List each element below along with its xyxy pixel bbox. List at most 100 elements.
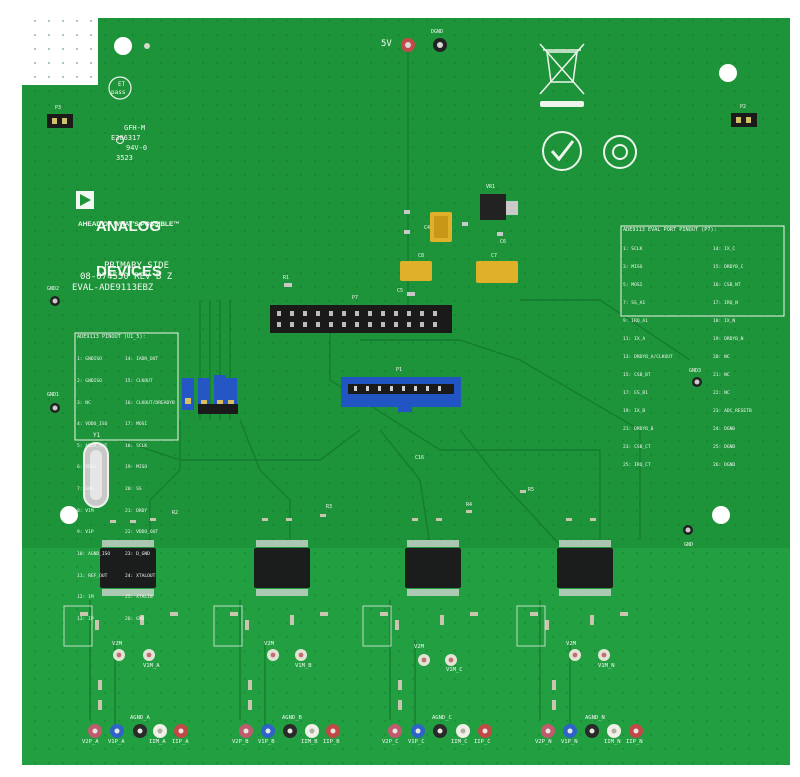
et-pass-stamp xyxy=(108,76,132,100)
tantalum-cap-c7 xyxy=(476,261,518,283)
pinout-left-row: 22: VDDO_OUT xyxy=(125,530,159,536)
label-c7: C7 xyxy=(491,253,498,259)
pinout-right-box xyxy=(620,225,785,317)
pinout-left-row: 18: SCLK xyxy=(125,443,148,449)
label-v1m: V1M_N xyxy=(598,663,615,669)
tantalum-cap-c8 xyxy=(400,261,432,281)
label-5v: 5V xyxy=(381,39,392,49)
label-p7: P7 xyxy=(352,295,359,301)
label-v1m: V1M_A xyxy=(143,663,160,669)
pinout-left-row: 24: XTALOUT xyxy=(125,573,156,579)
label-gnd3: GND3 xyxy=(689,368,702,374)
pinout-right-row: 22: NC xyxy=(713,391,730,396)
regulator-vr1 xyxy=(480,194,506,220)
pinout-left-row: 11: REF_OUT xyxy=(77,573,108,579)
pinout-right-row: 7: SS_A1 xyxy=(623,301,646,306)
label-dgnd: DGND xyxy=(431,29,444,35)
part-number-label: 08-074550 REV B Z xyxy=(80,272,173,282)
pinout-left-row: 19: MISO xyxy=(125,465,148,471)
pinout-right-row: 21: DRDYB_B xyxy=(623,427,654,432)
mounting-holes xyxy=(60,37,737,524)
label-v2p: V2P_C xyxy=(382,739,399,745)
cert-94v: 94V-0 xyxy=(126,144,148,152)
label-c4: C4 xyxy=(424,225,431,231)
pinout-right-row: 14: IX_C xyxy=(713,247,736,252)
label-v1p: V1P_C xyxy=(408,739,425,745)
adc-chips xyxy=(100,548,613,588)
pinout-left-row: 25: XTALIN xyxy=(125,595,153,601)
label-r5: R5 xyxy=(528,487,535,493)
primary-side-label: PRIMARY SIDE xyxy=(104,261,170,271)
label-iip: IIP_B xyxy=(323,739,340,745)
pinout-left-row: 2: GNDISO xyxy=(77,379,102,385)
label-p2: P2 xyxy=(740,104,747,110)
pinout-left-row: 20: SS xyxy=(125,487,142,493)
label-iip: IIP_C xyxy=(474,739,491,745)
pinout-right-row: 15: DRDYB_C xyxy=(713,265,744,270)
pinout-right-row: 13: DRDYB_A/CLKOUT xyxy=(623,355,673,360)
logo-tagline: AHEAD OF WHAT'S POSSIBLE™ xyxy=(78,221,180,228)
pinout-right-col2: 14: IX_C 15: DRDYB_C 16: CSB_NT 17: IRQ_… xyxy=(713,235,752,475)
label-v1m: V1M_B xyxy=(295,663,312,669)
label-iip: IIP_A xyxy=(172,739,189,745)
label-gnd: GND xyxy=(684,542,694,548)
label-gnd2: GND2 xyxy=(47,286,60,292)
pinout-left-row: 10: AGND_ISO xyxy=(77,551,111,557)
label-agnd: AGND_C xyxy=(432,715,452,721)
label-v1p: V1P_B xyxy=(258,739,275,745)
pinout-left-row: 4: VDDO_ISO xyxy=(77,422,108,428)
label-c8: C8 xyxy=(418,253,425,259)
pinout-left-row: 21: DRDY xyxy=(125,508,148,514)
pinout-right-row: 26: DGND xyxy=(713,463,736,468)
label-v1p: V1P_A xyxy=(108,739,125,745)
logo-line-2: DEVICES xyxy=(96,263,162,280)
recycle-e-icon xyxy=(603,135,637,169)
label-iim: IIM_N xyxy=(604,739,621,745)
label-agnd: AGND_A xyxy=(130,715,150,721)
label-v2p: V2P_B xyxy=(232,739,249,745)
pinout-left-row: 12: IM xyxy=(77,595,94,601)
cert-gfh: GFH-M xyxy=(124,124,146,132)
pinout-left-row: 16: CLKOUT/DREADYB xyxy=(125,400,175,406)
pinout-left-col1: 1: GNDISO 2: GNDISO 3: NC 4: VDDO_ISO 5:… xyxy=(77,342,110,630)
pinout-right-row: 9: IRQ_A1 xyxy=(623,319,648,324)
label-vr1: VR1 xyxy=(486,184,496,190)
pinout-left-row: 8: V1M xyxy=(77,508,94,514)
pinout-right-row: 23: CSB_CT xyxy=(623,445,651,450)
cert-date-code: 3523 xyxy=(116,154,133,162)
pinout-right-row: 21: NC xyxy=(713,373,730,378)
pinout-right-row: 19: DRDYB_N xyxy=(713,337,744,342)
rohs-icon xyxy=(542,131,582,171)
pinout-left-row: 5: ADDR_OUT xyxy=(77,443,108,449)
pinout-right-row: 3: MISO xyxy=(623,265,643,270)
label-iim: IIM_A xyxy=(149,739,166,745)
cert-e-number: E306317 xyxy=(111,134,141,142)
label-iip: IIP_N xyxy=(626,739,643,745)
label-iim: IIM_B xyxy=(301,739,318,745)
pinout-right-row: 25: IRQ_CT xyxy=(623,463,651,468)
pinout-left-row: 14: IADR_OUT xyxy=(125,357,159,363)
label-agnd: AGND_B xyxy=(282,715,302,721)
label-v2m: V2M xyxy=(264,641,274,647)
label-iim: IIM_C xyxy=(451,739,468,745)
pinout-left-row: 7: GND xyxy=(77,487,94,493)
pinout-left-row: 26: GND xyxy=(125,616,145,622)
pinout-left-row: 23: D_GND xyxy=(125,551,150,557)
label-v1m: V1M_C xyxy=(446,667,463,673)
pinout-right-row: 18: IX_N xyxy=(713,319,736,324)
pinout-right-row: 11: IX_A xyxy=(623,337,646,342)
pinout-left-row: 13: IP xyxy=(77,616,94,622)
header-p3 xyxy=(47,114,73,128)
label-v2m: V2M xyxy=(414,644,424,650)
label-y1: Y1 xyxy=(93,432,101,439)
label-v2p: V2P_N xyxy=(535,739,552,745)
label-v1p: V1P_N xyxy=(561,739,578,745)
pinout-right-row: 20: NC xyxy=(713,355,730,360)
pinout-right-row: 17: ES_B1 xyxy=(623,391,648,396)
channel-test-points xyxy=(113,649,610,666)
analog-devices-logo-text: ANALOG DEVICES xyxy=(96,189,162,294)
label-c6: C6 xyxy=(500,239,507,245)
pass-label: pass xyxy=(111,89,126,96)
pinout-right-row: 24: DGND xyxy=(713,427,736,432)
